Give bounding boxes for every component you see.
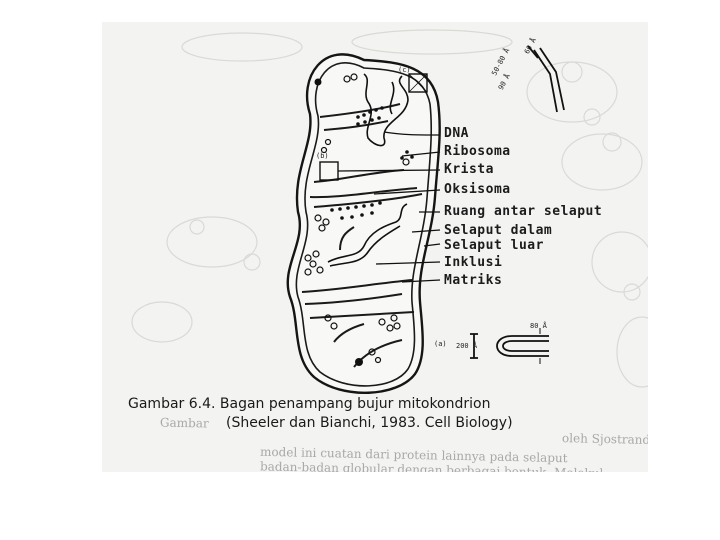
label-selaput-luar: Selaput luar <box>444 238 544 253</box>
dim-bottom-2: 80 Å <box>530 322 547 330</box>
bleed-text-1: Gambar <box>160 415 209 430</box>
membrane-thickness-inset <box>528 46 564 112</box>
inset-letter-c: (c) <box>398 66 411 74</box>
label-krista: Krista <box>444 162 494 177</box>
inset-letter-a: (a) <box>434 340 447 348</box>
bleed-text-2: oleh Sjostrand <box>562 431 648 447</box>
label-matriks: Matriks <box>444 273 502 288</box>
label-ribosoma: Ribosoma <box>444 144 511 159</box>
outer-membrane <box>288 54 440 392</box>
inset-letter-b: (b) <box>316 152 329 160</box>
label-ruang-antar-selaput: Ruang antar selaput <box>444 204 602 219</box>
label-oksisoma: Oksisoma <box>444 182 511 197</box>
scanned-figure: Gambar oleh Sjostrand model ini cuatan d… <box>102 22 648 472</box>
label-dna: DNA <box>444 126 469 141</box>
figure-caption-line2: (Sheeler dan Bianchi, 1983. Cell Biology… <box>226 415 513 431</box>
label-inklusi: Inklusi <box>444 255 502 270</box>
crista-profile-inset <box>470 328 549 364</box>
figure-caption-line1: Gambar 6.4. Bagan penampang bujur mitoko… <box>128 396 490 412</box>
label-selaput-dalam: Selaput dalam <box>444 223 552 238</box>
dim-bottom-1: 200 Å <box>456 342 477 350</box>
